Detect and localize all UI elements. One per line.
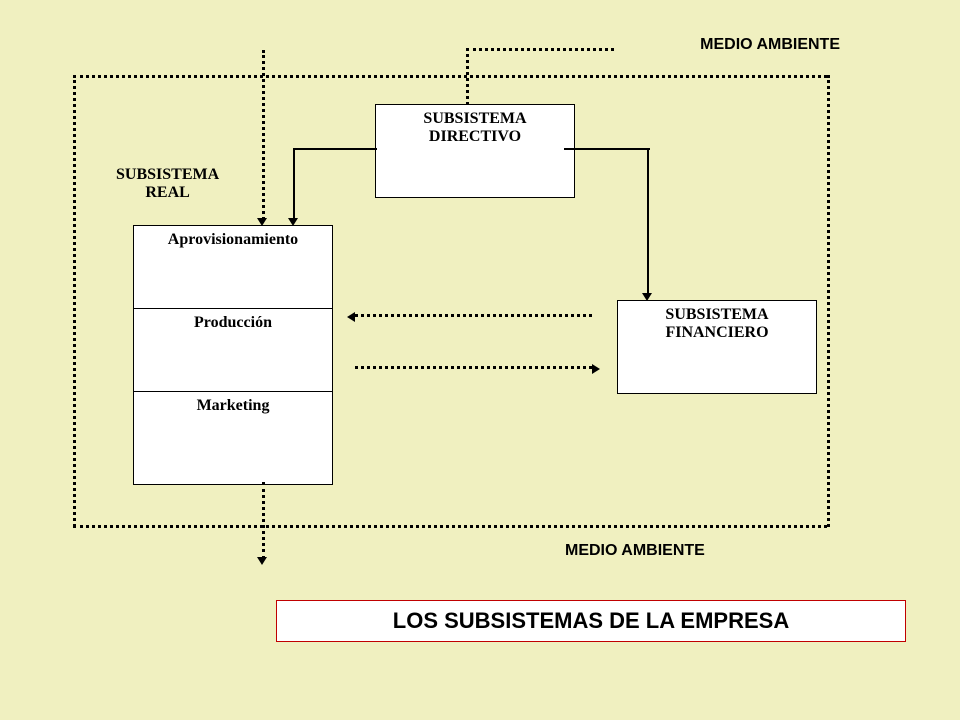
- medio-ambiente-line: [73, 75, 76, 527]
- marketing-box: Marketing: [133, 391, 333, 485]
- medio-ambiente-line: [73, 75, 827, 78]
- directivo-connector: [293, 148, 295, 220]
- subsistema-real-label: SUBSISTEMA REAL: [116, 166, 220, 201]
- medio-ambiente-line: [827, 75, 830, 527]
- medio-ambiente-line: [73, 525, 827, 528]
- medio-ambiente-line: [466, 48, 614, 51]
- directivo-connector: [293, 148, 377, 150]
- medio-ambiente-line: [262, 50, 265, 220]
- directivo-connector: [564, 148, 650, 150]
- aprovisionamiento-box: Aprovisionamiento: [133, 225, 333, 319]
- medio-ambiente-top: MEDIO AMBIENTE: [700, 36, 840, 53]
- medio-ambiente-bottom: MEDIO AMBIENTE: [565, 542, 705, 559]
- medio-ambiente-line: [466, 48, 469, 105]
- directivo-connector: [647, 148, 649, 295]
- subsistema-directivo-box: SUBSISTEMA DIRECTIVO: [375, 104, 575, 198]
- medio-ambiente-line: [262, 482, 265, 559]
- page-title: LOS SUBSISTEMAS DE LA EMPRESA: [276, 600, 906, 642]
- subsistema-financiero-box: SUBSISTEMA FINANCIERO: [617, 300, 817, 394]
- real-to-financial-arrow: [355, 364, 600, 374]
- financial-to-real-arrow: [347, 312, 592, 322]
- produccion-box: Producción: [133, 308, 333, 402]
